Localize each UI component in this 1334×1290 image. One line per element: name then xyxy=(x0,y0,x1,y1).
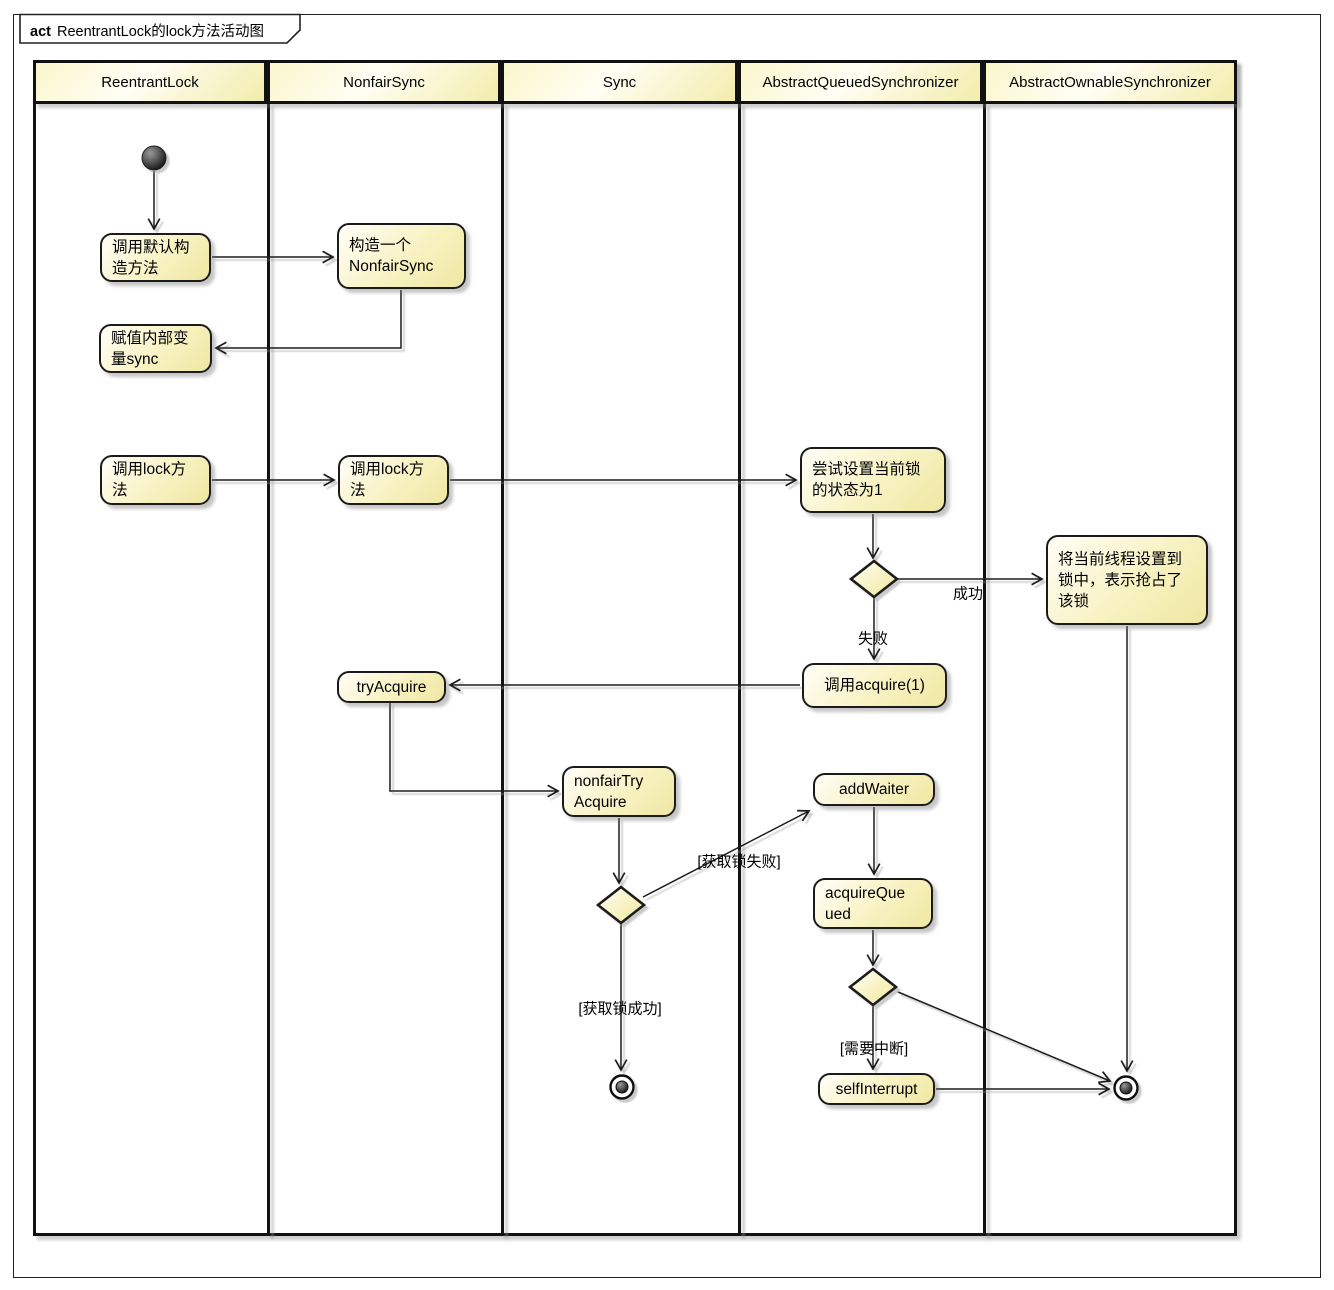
activity-add-waiter: addWaiter xyxy=(813,773,935,806)
activity-try-set-state: 尝试设置当前锁 的状态为1 xyxy=(800,447,946,513)
activity-assign-sync-field: 赋值内部变 量sync xyxy=(99,324,212,373)
lane-header-abstractqueuedsynchronizer: AbstractQueuedSynchronizer xyxy=(738,60,983,104)
guard-label-success: 成功 xyxy=(952,585,984,603)
activity-call-lock-nonfairsync: 调用lock方 法 xyxy=(338,455,449,505)
activity-construct-nonfairsync: 构造一个 NonfairSync xyxy=(337,223,466,289)
lane-divider xyxy=(267,104,270,1236)
lane-divider xyxy=(983,104,986,1236)
lane-header-abstractownablesynchronizer: AbstractOwnableSynchronizer xyxy=(983,60,1237,104)
lane-header-nonfairsync: NonfairSync xyxy=(267,60,501,104)
activity-try-acquire: tryAcquire xyxy=(337,671,446,703)
lane-divider xyxy=(738,104,741,1236)
lane-header-reentrantlock: ReentrantLock xyxy=(33,60,267,104)
guard-label-lock-failed: [获取锁失败] xyxy=(697,853,781,871)
guard-label-lock-succeeded: [获取锁成功] xyxy=(578,1000,662,1018)
guard-label-failure: 失败 xyxy=(857,630,889,648)
guard-label-need-interrupt: [需要中断] xyxy=(839,1040,909,1058)
lane-divider xyxy=(501,104,504,1236)
swimlane-frame xyxy=(33,60,1237,1236)
activity-acquire-queued: acquireQue ued xyxy=(813,878,933,929)
activity-call-lock-reentrantlock: 调用lock方 法 xyxy=(100,455,211,505)
activity-call-default-constructor: 调用默认构 造方法 xyxy=(100,233,211,282)
activity-nonfair-try-acquire: nonfairTry Acquire xyxy=(562,766,676,817)
diagram-title: act ReentrantLock的lock方法活动图 xyxy=(30,20,264,41)
activity-set-owner-thread: 将当前线程设置到 锁中，表示抢占了 该锁 xyxy=(1046,535,1208,625)
activity-self-interrupt: selfInterrupt xyxy=(818,1073,935,1105)
diagram-title-keyword: act xyxy=(30,24,51,40)
diagram-frame-border xyxy=(13,14,1321,1278)
diagram-title-text: ReentrantLock的lock方法活动图 xyxy=(56,24,265,40)
lane-header-sync: Sync xyxy=(501,60,738,104)
activity-call-acquire: 调用acquire(1) xyxy=(802,663,947,708)
